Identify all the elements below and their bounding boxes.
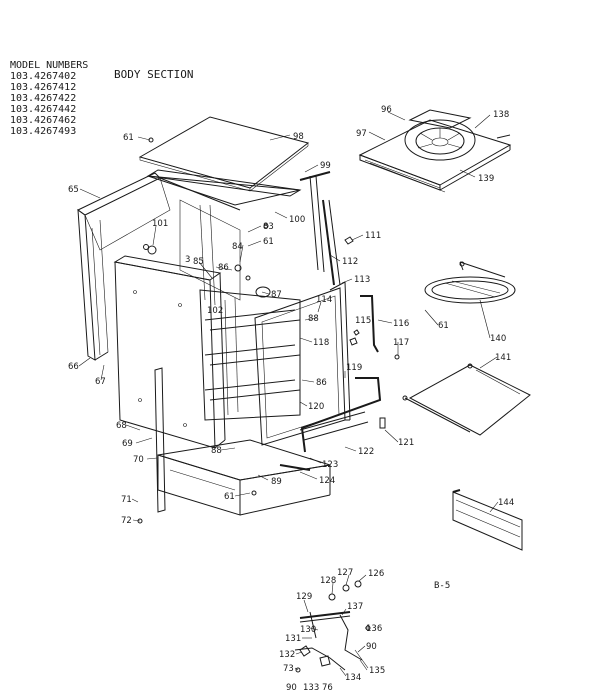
- callout-115: 115: [355, 316, 371, 326]
- oven-racks: [402, 261, 531, 436]
- model-number: 103.4267422: [10, 93, 77, 104]
- callout-68: 68: [116, 421, 127, 431]
- callout-88: 88: [308, 314, 319, 324]
- callout-112: 112: [342, 257, 358, 267]
- callout-122: 122: [358, 447, 374, 457]
- callout-83: 83: [263, 222, 274, 232]
- model-numbers-label: MODEL NUMBERS: [10, 60, 89, 71]
- callout-61: 61: [263, 237, 274, 247]
- callout-127: 127: [337, 568, 353, 578]
- callout-113: 113: [354, 275, 370, 285]
- callout-61: 61: [224, 492, 235, 502]
- callout-70: 70: [133, 455, 144, 465]
- callout-73: 73: [283, 664, 294, 674]
- callout-120: 120: [308, 402, 324, 412]
- support-rails: [299, 199, 382, 453]
- model-number: 103.4267412: [10, 82, 77, 93]
- callout-117: 117: [393, 338, 409, 348]
- callout-66: 66: [68, 362, 79, 372]
- callout-99: 99: [320, 161, 331, 171]
- callout-90: 90: [366, 642, 377, 652]
- callout-138: 138: [493, 110, 509, 120]
- cooktop-burner-bowl: [358, 109, 512, 193]
- section-title: BODY SECTION: [114, 68, 194, 81]
- callout-71: 71: [121, 495, 132, 505]
- drawer-front-panel: [452, 489, 523, 551]
- callout-67: 67: [95, 377, 106, 387]
- callout-87: 87: [271, 290, 282, 300]
- model-number: 103.4267402: [10, 71, 77, 82]
- page-reference: B-5: [434, 581, 451, 591]
- callout-102: 102: [207, 306, 223, 316]
- front-panel: [113, 255, 226, 449]
- callout-130: 130: [300, 625, 316, 635]
- callout-72: 72: [121, 516, 132, 526]
- callout-84: 84: [232, 242, 243, 252]
- callout-121: 121: [398, 438, 414, 448]
- callout-123: 123: [322, 460, 338, 470]
- callout-139: 139: [478, 174, 494, 184]
- callout-100: 100: [289, 215, 305, 225]
- upper-frame: [146, 169, 331, 306]
- callout-97: 97: [356, 129, 367, 139]
- callout-89: 89: [271, 477, 282, 487]
- front-trim-strip: [154, 367, 166, 513]
- callout-3: 3: [185, 255, 190, 265]
- left-side-panel: [77, 172, 171, 361]
- callout-128: 128: [320, 576, 336, 586]
- callout-86: 86: [218, 263, 229, 273]
- callout-76: 76: [322, 683, 333, 693]
- callout-118: 118: [313, 338, 329, 348]
- callout-labels: 61 98 96 138 97 139 65 99 101 83 61 84 1…: [68, 105, 514, 693]
- leader-lines: [78, 111, 499, 677]
- callout-61: 61: [438, 321, 449, 331]
- callout-65: 65: [68, 185, 79, 195]
- callout-134: 134: [345, 673, 361, 683]
- callout-141: 141: [495, 353, 511, 363]
- callout-96: 96: [381, 105, 392, 115]
- callout-116: 116: [393, 319, 409, 329]
- callout-90: 90: [286, 683, 297, 693]
- base-frame: [157, 439, 331, 516]
- callout-129: 129: [296, 592, 312, 602]
- callout-144: 144: [498, 498, 514, 508]
- callout-111: 111: [365, 231, 381, 241]
- callout-98: 98: [293, 132, 304, 142]
- fasteners-and-small-parts: [137, 137, 400, 524]
- callout-140: 140: [490, 334, 506, 344]
- callout-132: 132: [279, 650, 295, 660]
- callout-86: 86: [316, 378, 327, 388]
- callout-61: 61: [123, 133, 134, 143]
- oven-cavity: [199, 289, 301, 421]
- callout-69: 69: [122, 439, 133, 449]
- model-numbers-block: MODEL NUMBERS 103.4267402 103.4267412 10…: [10, 60, 88, 137]
- callout-131: 131: [285, 634, 301, 644]
- callout-126: 126: [368, 569, 384, 579]
- callout-88: 88: [211, 446, 222, 456]
- model-number: 103.4267493: [10, 126, 77, 137]
- callout-137: 137: [347, 602, 363, 612]
- callout-136: 136: [366, 624, 382, 634]
- callout-114: 114: [316, 295, 332, 305]
- callout-85: 85: [193, 257, 204, 267]
- callout-135: 135: [369, 666, 385, 676]
- callout-101: 101: [152, 219, 168, 229]
- model-number: 103.4267462: [10, 115, 77, 126]
- callout-133: 133: [303, 683, 319, 693]
- model-number: 103.4267442: [10, 104, 77, 115]
- callout-119: 119: [346, 363, 362, 373]
- callout-124: 124: [319, 476, 335, 486]
